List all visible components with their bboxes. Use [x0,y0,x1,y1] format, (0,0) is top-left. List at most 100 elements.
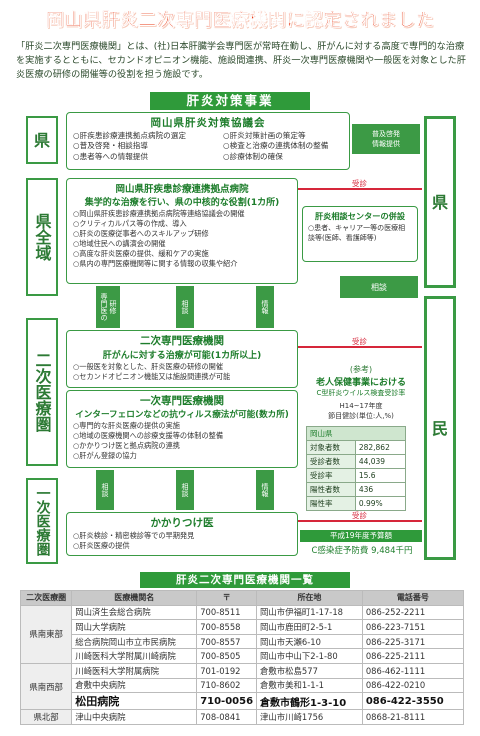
level-pref-wide: 県全域 [26,178,58,296]
stats-unit: 節目健診(単位:人,%) [328,412,394,420]
council-items: ○肝疾患診療連携拠点病院の選定 ○肝炎対策計画の策定等 ○普及啓発・相談指導 ○… [67,131,349,162]
stats-label: 陽性者数 [306,482,356,497]
region-cell: 県北部 [19,709,73,725]
gp-item: ○肝炎検診・精密検診等での早期発見 [73,531,195,540]
gp-item: ○肝炎医療の提供 [73,541,130,550]
primary-spec-box: 一次専門医療機関 インターフェロンなどの抗ウィルス療法が可能(数カ所) ○専門的… [66,390,298,468]
info-vertical-arrow: 情報 [256,286,274,328]
stats-value: 282,862 [354,440,407,455]
phone: 086-225-3171 [361,633,465,650]
region-cell: 県南東部 [19,604,73,664]
right-prefecture: 県 [424,116,456,288]
stats-period: H14~17年度 [339,402,383,410]
address: 岡山市中山下2-1-80 [256,648,363,664]
hospital-name: 総合病院岡山市立市民病院 [71,633,198,650]
gp-items: ○肝炎検診・精密検診等での早期発見 ○肝炎医療の提供 [67,530,297,552]
council-item: ○診療体制の確保 [223,151,283,161]
council-item: ○肝疾患診療連携拠点病院の選定 [73,131,186,140]
hospital-name: 津山中央病院 [71,709,198,725]
address: 倉敷市鶴形1-3-10 [256,692,363,711]
phone: 086-422-0210 [361,677,465,694]
level-secondary: 二次医療圏 [26,318,58,466]
phone: 0868-21-8111 [361,709,465,725]
awareness-arrow: 普及啓発 情報提供 [352,124,420,154]
postal-code: 700-8558 [196,619,258,635]
hospital-name: 岡山済生会総合病院 [71,604,198,621]
budget-line: C感染症予防費 9,484千円 [311,546,413,556]
consult-center-box: 肝炎相談センターの併設 ○患者、キャリア一等の医療相談等(医師、看護師等) [302,206,418,262]
address: 岡山市鹿田町2-5-1 [256,619,363,635]
info-vertical-arrow-2: 情報 [256,470,274,510]
postal-code: 710-0056 [196,692,258,711]
stats-label: 陽性率 [306,496,356,511]
hub-item: ○クリティカルパス等の作成、導入 [73,219,187,228]
stats-value: 15.6 [354,468,407,483]
primary-spec-items: ○専門的な肝炎医療の提供の実施 ○地域の医療機関への診療支援等の体制の整備 ○か… [67,420,297,462]
stats-header: (参考) 老人保健事業における C型肝炎ウイルス検査受診率 H14~17年度 節… [302,364,420,421]
phone: 086-252-2211 [361,604,465,621]
phone: 086-223-7151 [361,619,465,635]
postal-code: 700-8557 [196,633,258,650]
phone: 086-422-3550 [361,692,465,711]
secondary-title: 二次専門医療機関 [140,335,224,347]
stats-value: 436 [354,482,407,497]
hospital-name: 松田病院 [71,692,198,711]
hospital-name: 岡山大学病院 [71,619,198,635]
subsidy-line-3 [298,520,422,522]
stats-region: 岡山県 [306,426,406,441]
stats-label: 対象者数 [306,440,356,455]
section-heading: 肝炎対策事業 [150,92,310,110]
intro-text: 「肝炎二次専門医療機関」とは、(社)日本肝臓学会専門医が常時在勤し、肝がんに対す… [16,41,466,80]
address: 倉敷市美和1-1-1 [256,677,363,694]
council-box: 岡山県肝炎対策協議会 ○肝疾患診療連携拠点病院の選定 ○肝炎対策計画の策定等 ○… [66,112,350,170]
subsidy-line-2 [298,346,422,348]
hub-box: 岡山県肝疾患診療連携拠点病院 集学的な治療を行い、県の中核的な役割(1カ所) ○… [66,178,298,284]
postal-code: 701-0192 [196,662,258,679]
region-cell: 県南西部 [19,662,73,711]
council-item: ○検査と治療の連携体制の整備 [223,141,329,151]
secondary-item: ○セカンドオピニオン機能又は施設間連携が可能 [73,372,231,381]
level-pref: 県 [26,116,58,164]
gp-title: かかりつけ医 [150,517,214,529]
council-item: ○患者等への情報提供 [73,151,148,161]
col-header: 〒 [196,590,258,606]
address: 岡山市伊福町1-17-18 [256,604,363,621]
postal-code: 700-8511 [196,604,258,621]
level-primary: 一次医療圏 [26,478,58,564]
consult-vertical-arrow-2: 相談 [96,470,114,510]
list-heading: 肝炎二次専門医療機関一覧 [140,572,350,588]
hub-item: ○高度な肝炎医療の提供、緩和ケアの実施 [73,249,209,258]
primary-spec-item: ○かかりつけ医と拠点病院の連携 [73,441,180,450]
phone: 086-462-1111 [361,662,465,679]
hub-title: 岡山県肝疾患診療連携拠点病院 [115,184,249,195]
hospital-name: 倉敷中央病院 [71,677,198,694]
address: 倉敷市松島577 [256,662,363,679]
col-header: 二次医療圏 [19,590,73,606]
postal-code: 708-0841 [196,709,258,725]
hospital-name: 川崎医科大学附属川崎病院 [71,648,198,664]
primary-spec-item: ○肝がん登録の協力 [73,451,137,460]
center-body: ○患者、キャリア一等の医療相談等(医師、看護師等) [308,224,406,242]
council-title: 岡山県肝炎対策協議会 [150,117,266,129]
hub-item: ○地域住民への講演会の開催 [73,239,166,248]
subsidy-line-1 [298,188,422,190]
col-header: 医療機関名 [71,590,198,606]
secondary-items: ○一般医を対象とした、肝炎医療の研修の開催 ○セカンドオピニオン機能又は施設間連… [67,361,297,383]
primary-spec-item: ○地域の医療機関への診療支援等の体制の整備 [73,431,224,440]
secondary-item: ○一般医を対象とした、肝炎医療の研修の開催 [73,362,224,371]
council-item: ○肝炎対策計画の策定等 [223,131,306,140]
stats-value: 0.99% [354,496,407,511]
primary-spec-title: 一次専門医療機関 [140,395,224,407]
address: 津山市川崎1756 [256,709,363,725]
col-header: 電話番号 [361,590,465,606]
